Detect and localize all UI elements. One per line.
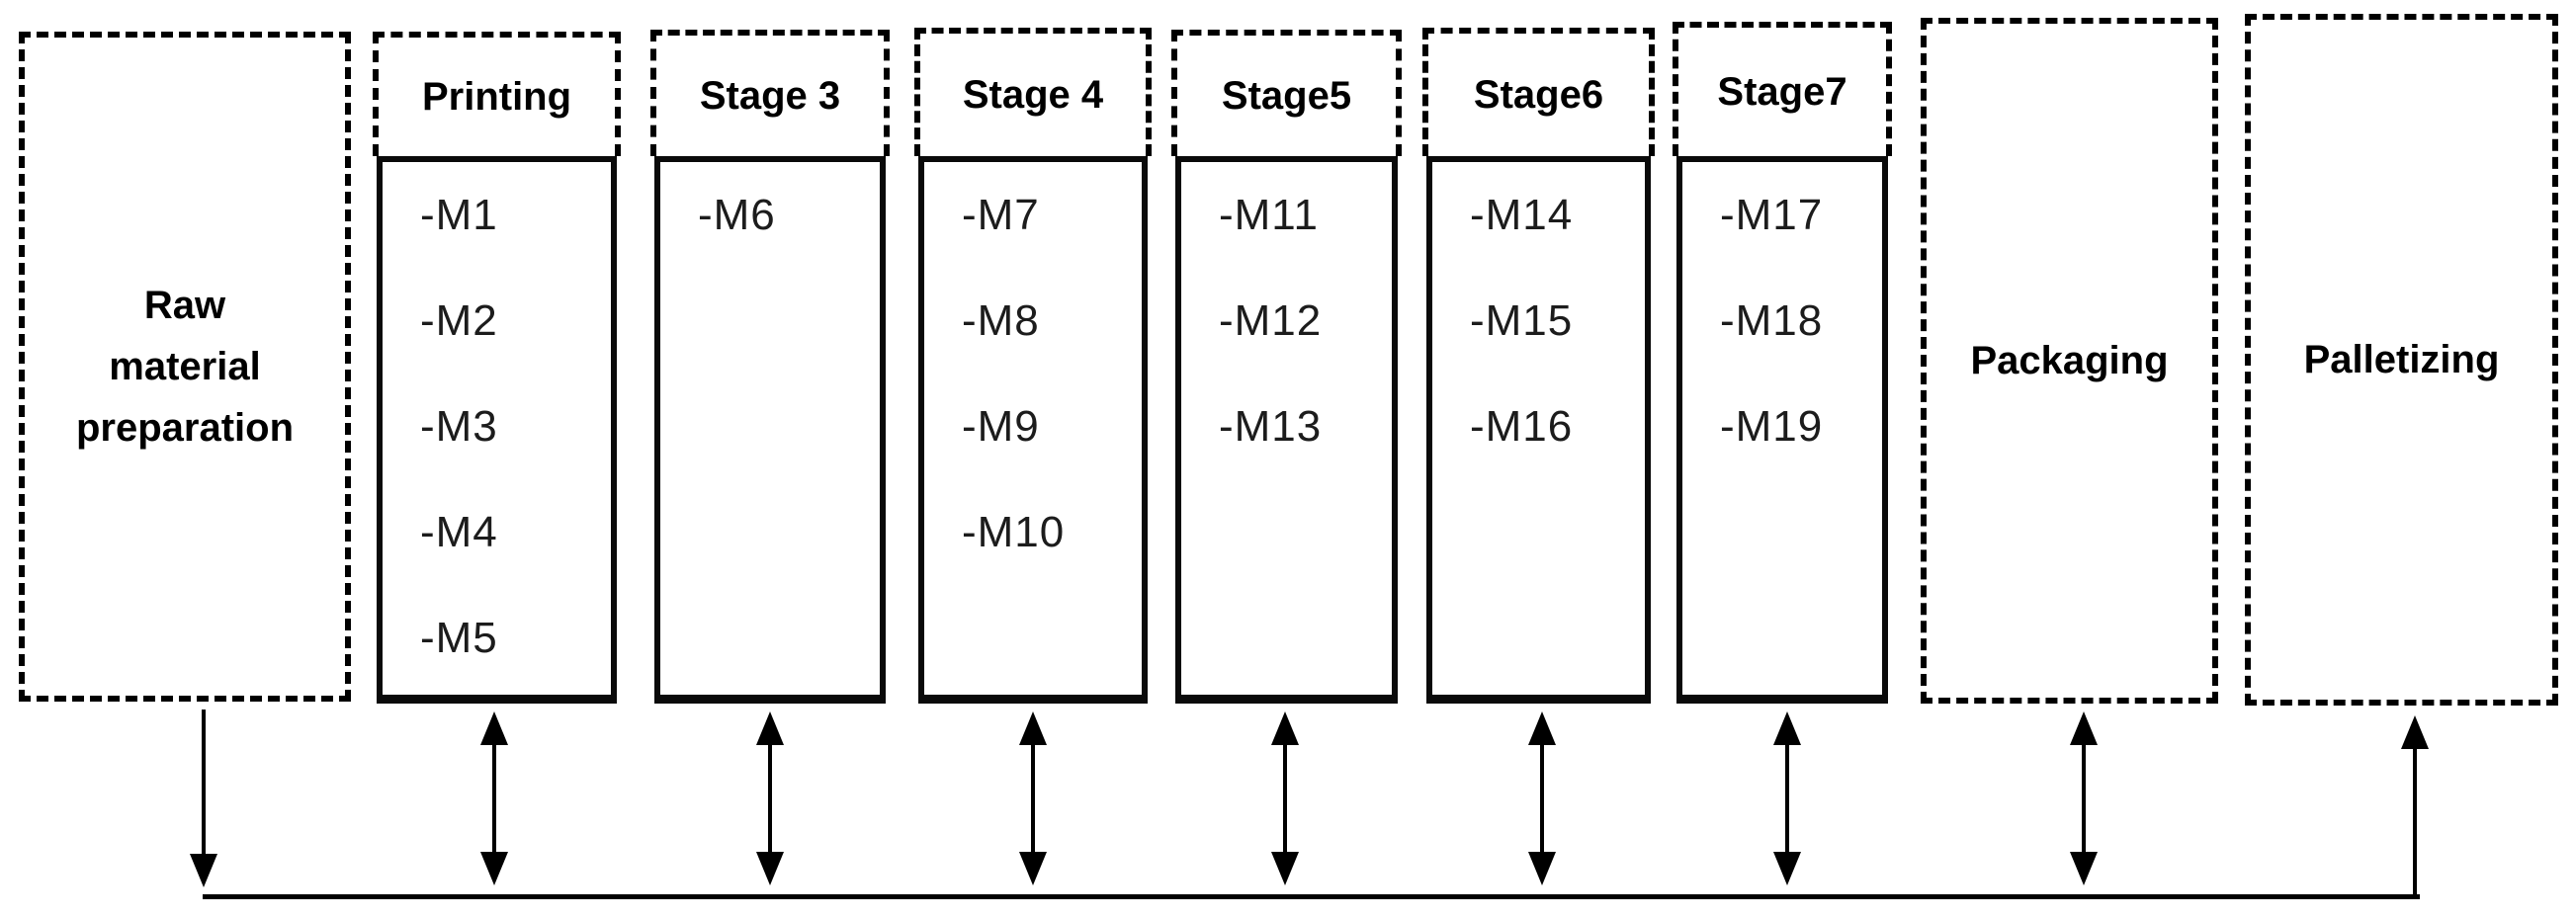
column-stage-3-header: Stage 3	[650, 30, 890, 156]
column-raw-material-preparation: Raw material preparation	[19, 32, 351, 702]
column-stage-6-header: Stage6	[1422, 28, 1655, 156]
machine-label: -M16	[1470, 401, 1574, 451]
machine-label: -M10	[962, 507, 1066, 556]
column-palletizing: Palletizing	[2245, 14, 2558, 706]
column-title-raw-material: Raw material preparation	[75, 284, 295, 450]
column-title-stage-6: Stage6	[1473, 72, 1604, 117]
machine-label: -M9	[962, 401, 1040, 451]
double-arrow-stage-6	[1528, 711, 1556, 885]
machine-list-stage-4: -M7 -M8 -M9 -M10	[918, 156, 1148, 704]
machine-list-stage-5: -M11 -M12 -M13	[1175, 156, 1398, 704]
machine-label: -M6	[698, 190, 776, 239]
machine-label: -M19	[1720, 401, 1824, 451]
column-title-stage-5: Stage5	[1221, 73, 1352, 118]
column-title-stage-7: Stage7	[1717, 69, 1847, 114]
double-arrow-stage-5	[1271, 711, 1299, 885]
column-stage-5-header: Stage5	[1171, 30, 1402, 156]
machine-label: -M17	[1720, 190, 1824, 239]
double-arrow-packaging	[2070, 711, 2098, 885]
column-packaging: Packaging	[1921, 18, 2218, 704]
column-printing-header: Printing	[373, 32, 621, 156]
machine-list-stage-6: -M14 -M15 -M16	[1426, 156, 1651, 704]
machine-label: -M2	[420, 295, 498, 345]
machine-label: -M13	[1219, 401, 1323, 451]
machine-label: -M11	[1219, 190, 1319, 239]
machine-label: -M7	[962, 190, 1040, 239]
up-arrow-palletizing	[2401, 715, 2429, 897]
double-arrow-stage-4	[1019, 711, 1047, 885]
machine-list-stage-7: -M17 -M18 -M19	[1676, 156, 1888, 704]
column-title-stage-3: Stage 3	[699, 73, 841, 118]
machine-list-printing: -M1 -M2 -M3 -M4 -M5	[377, 156, 617, 704]
machine-label: -M12	[1219, 295, 1323, 345]
double-arrow-stage-3	[756, 711, 784, 885]
column-stage-4-header: Stage 4	[914, 28, 1152, 156]
machine-label: -M18	[1720, 295, 1824, 345]
machine-label: -M3	[420, 401, 498, 451]
double-arrow-stage-7	[1773, 711, 1801, 885]
column-title-palletizing: Palletizing	[2303, 338, 2500, 381]
machine-list-stage-3: -M6	[654, 156, 886, 704]
main-flow-line	[203, 894, 2420, 899]
column-title-packaging: Packaging	[1970, 339, 2169, 382]
machine-label: -M4	[420, 507, 498, 556]
column-title-printing: Printing	[421, 74, 572, 119]
machine-label: -M5	[420, 613, 498, 662]
column-title-stage-4: Stage 4	[962, 72, 1104, 117]
machine-label: -M8	[962, 295, 1040, 345]
machine-label: -M14	[1470, 190, 1574, 239]
machine-label: -M1	[420, 190, 498, 239]
column-stage-7-header: Stage7	[1673, 22, 1892, 156]
machine-label: -M15	[1470, 295, 1574, 345]
down-arrow-raw-material	[190, 710, 217, 887]
double-arrow-printing	[480, 711, 508, 885]
